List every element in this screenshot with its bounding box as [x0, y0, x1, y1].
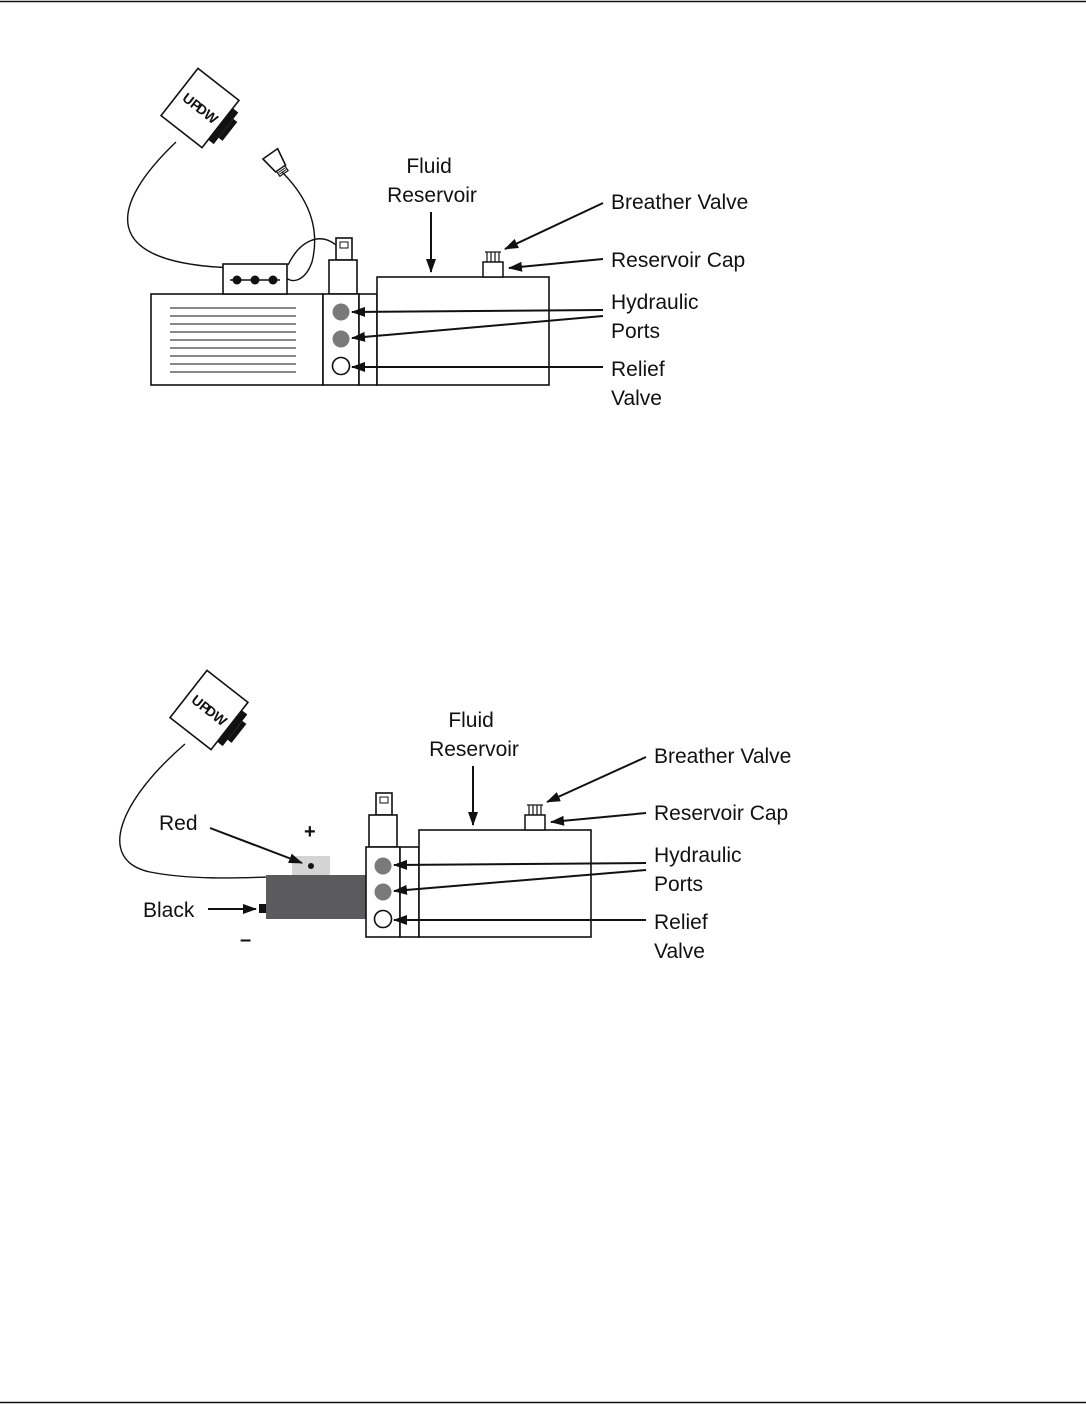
bottom-label-red: Red	[159, 812, 198, 835]
bottom-negative-terminal	[259, 904, 266, 913]
bottom-label-black: Black	[143, 899, 195, 922]
top-arrow-breather-valve	[504, 202, 604, 250]
top-fluid-reservoir	[376, 276, 550, 386]
top-solenoid	[328, 237, 358, 295]
bottom-label-breather-valve: Breather Valve	[654, 745, 791, 768]
top-hydraulic-port-2	[332, 330, 350, 348]
bottom-relief-valve	[373, 909, 393, 929]
top-plug-cable	[281, 171, 316, 282]
bottom-label-reservoir-cap: Reservoir Cap	[654, 802, 788, 825]
top-label-breather-valve: Breather Valve	[611, 191, 748, 214]
top-diagram: UP DW	[126, 67, 748, 410]
top-label-hydraulic-ports: Hydraulic Ports	[611, 291, 704, 343]
bottom-label-plus: +	[304, 821, 316, 843]
bottom-label-hydraulic-ports: Hydraulic Ports	[654, 844, 747, 896]
top-label-reservoir-cap: Reservoir Cap	[611, 249, 745, 272]
top-manifold	[322, 293, 378, 386]
top-plug	[261, 147, 289, 178]
bottom-label-minus: –	[240, 929, 251, 951]
top-pendant-cable	[126, 141, 239, 269]
top-pendant: UP DW	[159, 67, 241, 149]
top-motor	[150, 293, 324, 386]
bottom-hydraulic-port-1	[374, 857, 392, 875]
bottom-manifold	[365, 846, 420, 938]
bottom-pendant-cable	[119, 743, 267, 879]
bottom-reservoir-cap	[524, 804, 546, 831]
bottom-arrow-reservoir-cap	[550, 812, 647, 826]
top-arrow-hydraulic-port-2	[351, 315, 604, 342]
top-cable-to-solenoid	[287, 238, 337, 266]
top-label-fluid-reservoir: Fluid Reservoir	[387, 155, 477, 207]
bottom-solenoid	[368, 792, 398, 848]
top-terminal-box	[222, 263, 288, 295]
top-hydraulic-port-1	[332, 303, 350, 321]
top-reservoir-cap	[482, 251, 504, 278]
bottom-hydraulic-port-2	[374, 883, 392, 901]
bottom-diagram: UP DW	[119, 669, 791, 963]
bottom-battery	[266, 875, 366, 919]
top-arrow-hydraulic-port-1	[351, 306, 604, 317]
bottom-arrow-hydraulic-port-2	[393, 869, 647, 895]
bottom-label-relief-valve: Relief Valve	[654, 911, 714, 963]
bottom-arrow-breather-valve	[546, 756, 647, 803]
bottom-arrow-red	[209, 827, 303, 864]
top-relief-valve	[331, 356, 351, 376]
bottom-arrow-hydraulic-port-1	[393, 859, 647, 870]
bottom-label-fluid-reservoir: Fluid Reservoir	[429, 709, 519, 761]
bottom-pendant: UP DW	[168, 669, 250, 751]
top-arrow-reservoir-cap	[508, 258, 604, 272]
top-label-relief-valve: Relief Valve	[611, 358, 671, 410]
